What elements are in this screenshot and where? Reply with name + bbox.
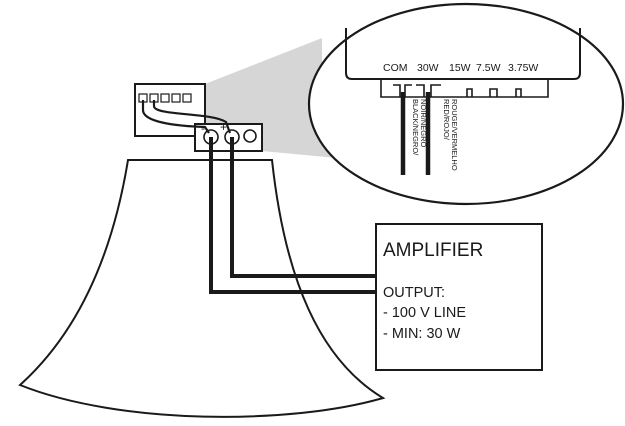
tap-label-7-5w: 7.5W xyxy=(476,62,501,74)
amplifier-min-power: - MIN: 30 W xyxy=(383,326,461,342)
plus-sign: + xyxy=(220,120,227,134)
amplifier-line-spec: - 100 V LINE xyxy=(383,305,466,321)
zoom-projection xyxy=(205,38,322,150)
zoom-transformer-body xyxy=(345,28,581,80)
transformer-tap-terminals xyxy=(138,93,192,103)
zoom-tap-terminals xyxy=(380,79,549,98)
spare-terminal xyxy=(243,129,257,143)
tap-label-15w: 15W xyxy=(449,62,471,74)
internal-wire-com xyxy=(141,100,210,134)
tap-label-3-75w: 3.75W xyxy=(508,62,538,74)
tap-label-com: COM xyxy=(383,62,408,74)
wire-label-black: BLACK/NEGRO/ NOIR/NEGRO xyxy=(411,99,428,157)
amplifier-box xyxy=(375,223,543,371)
amplifier-title: AMPLIFIER xyxy=(383,240,483,261)
wire-label-red: RED/ROJO/ ROUGE/VERMELHO xyxy=(442,99,459,171)
tap-label-30w: 30W xyxy=(417,62,439,74)
internal-wire-tap xyxy=(152,100,232,134)
horn-speaker xyxy=(18,159,386,418)
cable-negative xyxy=(209,137,377,294)
cable-positive xyxy=(230,137,377,278)
amplifier-output-label: OUTPUT: xyxy=(383,285,445,301)
zoom-ellipse xyxy=(307,2,625,206)
